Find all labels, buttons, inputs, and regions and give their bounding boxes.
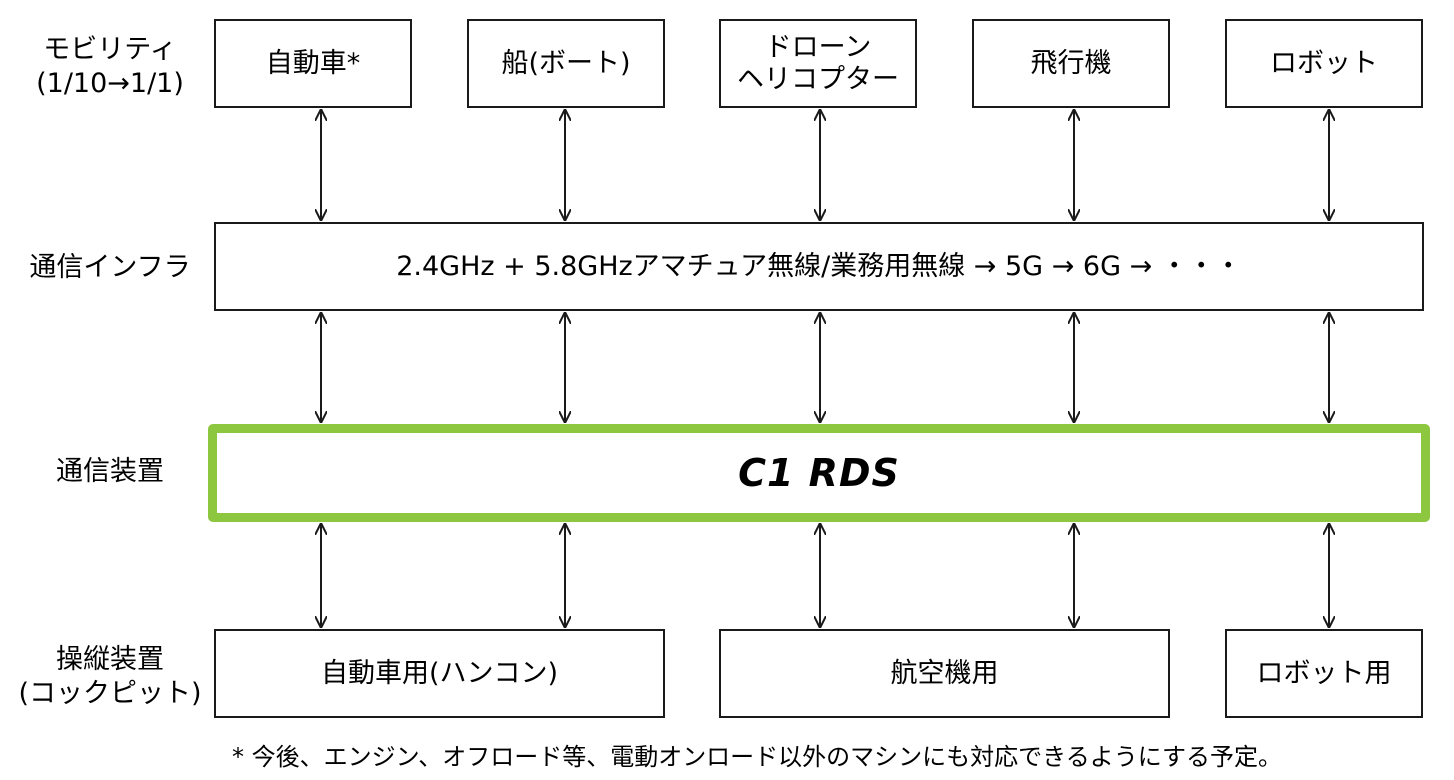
layer-label-mobility-line2: (1/10→1/1) [36, 68, 184, 99]
mobility-box-car: 自動車* [214, 19, 412, 108]
layer-label-infra-text: 通信インフラ [29, 252, 191, 284]
layer-label-control: 操縦装置 (コックピット) [10, 638, 210, 716]
mobility-box-boat: 船(ボート) [467, 19, 665, 108]
mobility-box-airplane-label: 飛行機 [1030, 47, 1112, 79]
mobility-box-drone-line2: ヘリコプター [737, 63, 899, 95]
layer-label-control-line1: 操縦装置 [56, 644, 164, 676]
layer-label-mobility-line1: モビリティ [43, 34, 177, 66]
mobility-box-robot: ロボット [1225, 19, 1423, 108]
mobility-box-airplane: 飛行機 [972, 19, 1170, 108]
mobility-box-drone: ドローン ヘリコプター [719, 19, 917, 108]
infra-box: 2.4GHz + 5.8GHzアマチュア無線/業務用無線 → 5G → 6G →… [214, 222, 1424, 311]
control-box-aircraft-label: 航空機用 [890, 657, 999, 689]
infra-box-text: 2.4GHz + 5.8GHzアマチュア無線/業務用無線 → 5G → 6G →… [396, 250, 1242, 282]
control-box-robot-label: ロボット用 [1256, 657, 1392, 689]
layer-label-device: 通信装置 [10, 452, 210, 492]
device-box-text: C1 RDS [738, 451, 900, 495]
footnote: * 今後、エンジン、オフロード等、電動オンロード以外のマシンにも対応できるように… [232, 743, 1282, 771]
layer-label-device-text: 通信装置 [56, 456, 164, 488]
mobility-box-robot-label: ロボット [1270, 47, 1378, 79]
layer-label-mobility: モビリティ (1/10→1/1) [10, 28, 210, 106]
control-box-car: 自動車用(ハンコン) [214, 629, 665, 718]
layer-label-infra: 通信インフラ [10, 248, 210, 288]
device-box-c1-rds: C1 RDS [208, 424, 1430, 522]
control-box-aircraft: 航空機用 [719, 629, 1170, 718]
layer-label-control-line2: (コックピット) [18, 678, 202, 709]
mobility-box-car-label: 自動車* [265, 47, 361, 79]
control-box-car-label: 自動車用(ハンコン) [320, 657, 559, 689]
control-box-robot: ロボット用 [1225, 629, 1423, 718]
mobility-box-drone-line1: ドローン [764, 32, 872, 64]
mobility-box-boat-label: 船(ボート) [501, 47, 631, 79]
